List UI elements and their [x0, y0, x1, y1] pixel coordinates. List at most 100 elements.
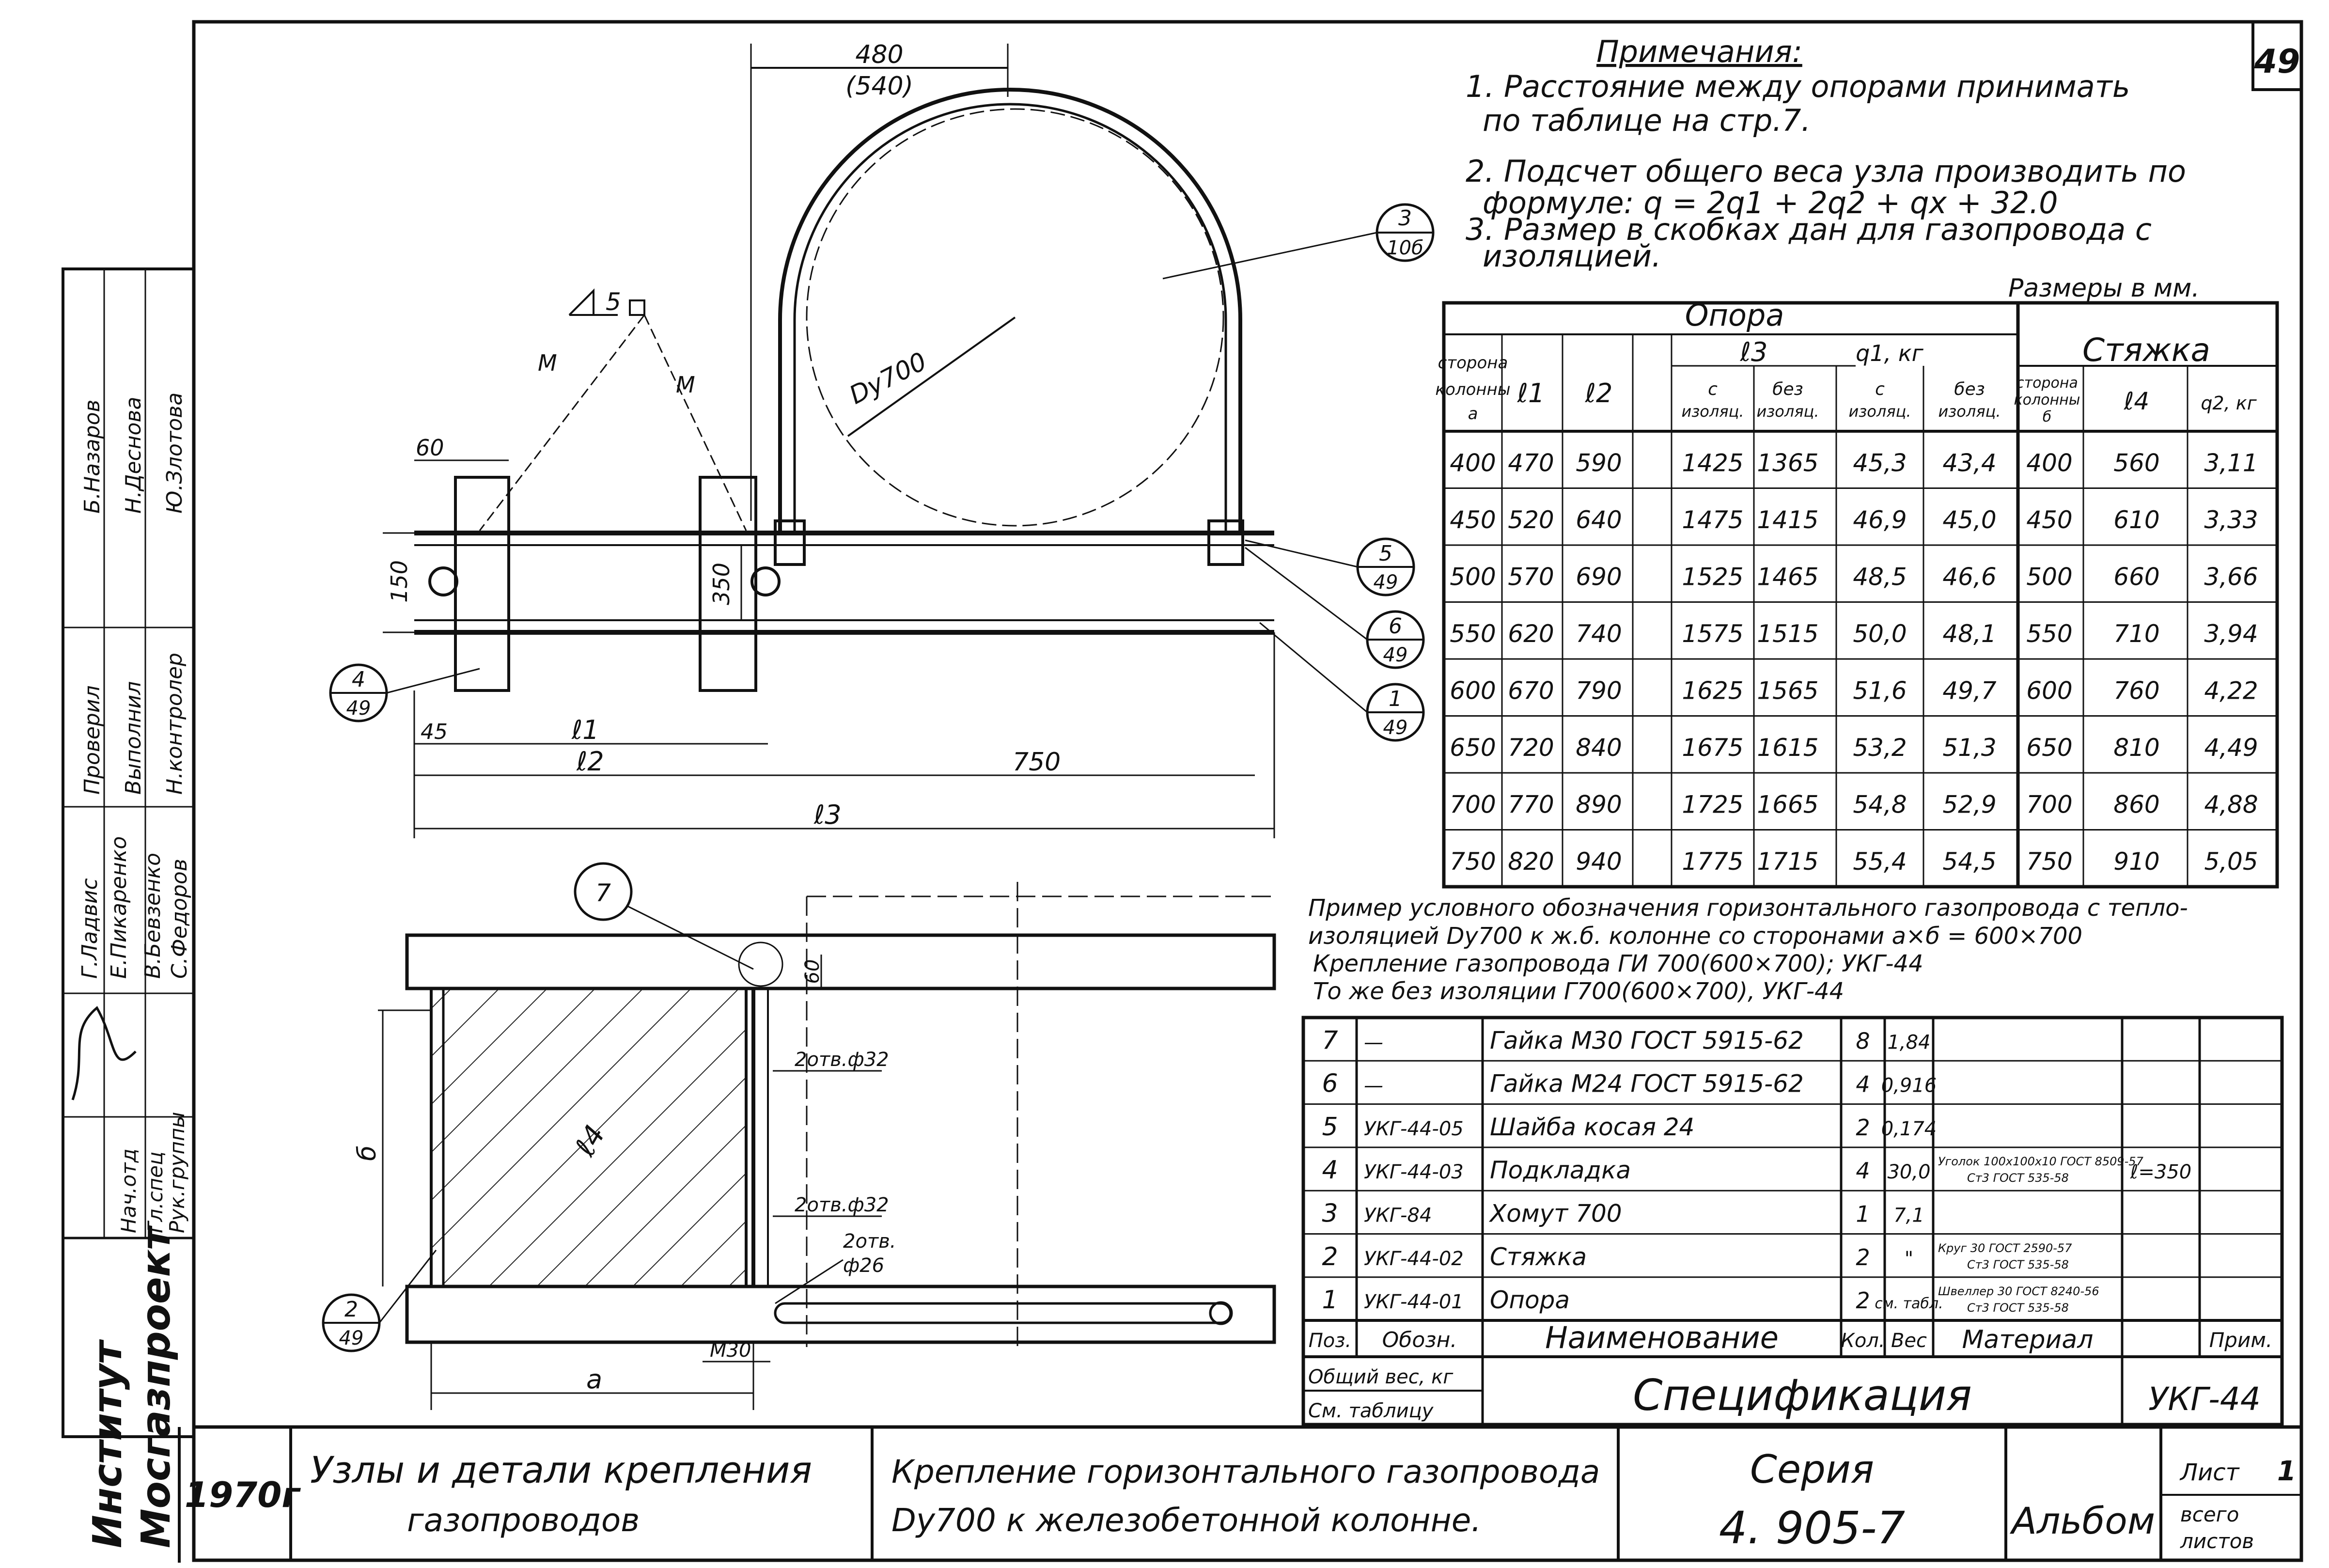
stamp-name: В.Бевзенко	[141, 853, 165, 979]
spec-material: Швеллер 30 ГОСТ 8240-56	[1938, 1285, 2099, 1298]
spec-cell: 4	[1856, 1158, 1870, 1184]
stamp-name: Б.Назаров	[80, 400, 105, 514]
spec-cell: —	[1364, 1075, 1383, 1097]
lbl-l3: ℓ3	[813, 800, 842, 830]
table-cell: 54,8	[1853, 791, 1907, 819]
spec-cell: Гайка М24 ГОСТ 5915-62	[1490, 1070, 1804, 1098]
drawing-title-line-1: Крепление горизонтального газопровода	[891, 1453, 1600, 1490]
table-cell: 1365	[1757, 449, 1818, 477]
spec-cell: —	[1364, 1031, 1383, 1053]
spec-material: Уголок 100х100х10 ГОСТ 8509-57	[1938, 1155, 2144, 1168]
table-cell: 1475	[1682, 506, 1743, 534]
table-cell: 45,0	[1942, 506, 1996, 534]
stamp-role: Н.контролер	[162, 653, 187, 795]
spec-cell: 5	[1322, 1113, 1338, 1142]
svg-text:сторона: сторона	[2016, 375, 2078, 392]
svg-text:ℓ1: ℓ1	[1517, 378, 1545, 408]
table-cell: 45,3	[1853, 449, 1907, 477]
spec-code: УКГ-44	[2148, 1380, 2261, 1418]
dim-dy700: Dу700	[845, 347, 932, 410]
table-cell: 750	[1450, 847, 1496, 876]
table-cell: 650	[1450, 734, 1496, 762]
spec-cell: УКГ-44-03	[1364, 1161, 1464, 1183]
table-cell: 820	[1508, 847, 1554, 876]
album-title-line-1: Узлы и детали крепления	[310, 1448, 812, 1491]
table-cell: 810	[2113, 734, 2159, 762]
table-cell: 1625	[1682, 677, 1743, 705]
sheets-total-1: всего	[2180, 1503, 2239, 1526]
svg-text:3: 3	[1398, 206, 1412, 231]
table-cell: 700	[1450, 791, 1496, 819]
table-cell: 1525	[1682, 563, 1743, 591]
svg-text:4: 4	[352, 667, 365, 692]
svg-text:q2, кг: q2, кг	[2201, 392, 2257, 414]
table-cell: 1675	[1682, 734, 1743, 762]
spec-cell: 2	[1856, 1244, 1870, 1270]
table-cell: 710	[2113, 620, 2159, 648]
hole-note-3b: ф26	[843, 1254, 884, 1277]
table-cell: 450	[1450, 506, 1496, 534]
plan-view: 5 М М 480 (540) Dу700 60 150 350 45 ℓ1 ℓ…	[329, 40, 1435, 838]
stamp-role: Рук.группы	[165, 1112, 189, 1233]
spec-cell: Хомут 700	[1488, 1200, 1622, 1228]
table-cell: 49,7	[1942, 677, 1997, 705]
album-label: Альбом	[2009, 1499, 2155, 1542]
table-cell: 500	[1450, 563, 1496, 591]
table-cell: 3,66	[2204, 563, 2258, 591]
table-cell: 3,11	[2204, 449, 2258, 477]
spec-cell: 1	[1856, 1201, 1870, 1227]
table-cell: 700	[2026, 791, 2072, 819]
stamp-name: Н.Деснова	[121, 397, 146, 514]
dim-540: (540)	[845, 72, 913, 101]
table-cell: 740	[1576, 620, 1622, 648]
spec-material: Круг 30 ГОСТ 2590-57	[1938, 1241, 2072, 1255]
example-line: Крепление газопровода ГИ 700(600×700); У…	[1313, 950, 1923, 977]
table-cell: 55,4	[1853, 847, 1907, 876]
weld-leg-1: М	[538, 350, 557, 376]
stamp-name: Ю.Злотова	[162, 392, 187, 514]
dim-480: 480	[855, 40, 903, 69]
table-cell: 1715	[1757, 847, 1818, 876]
hole-note-3a: 2отв.	[843, 1230, 896, 1253]
series-number: 4. 905-7	[1719, 1502, 1905, 1554]
callout-3: 3 10б	[1162, 203, 1435, 280]
svg-text:колонны: колонны	[2014, 392, 2080, 408]
svg-text:изоляц.: изоляц.	[1938, 402, 2001, 421]
table-cell: 51,6	[1853, 677, 1907, 705]
spec-cell: Гайка М30 ГОСТ 5915-62	[1490, 1026, 1804, 1054]
table-cell: 4,22	[2204, 677, 2258, 705]
callout-7: 7	[574, 862, 754, 970]
table-cell: 760	[2113, 677, 2159, 705]
dim-150: 150	[386, 560, 412, 603]
svg-text:1: 1	[1389, 687, 1402, 711]
spec-cell: 4	[1856, 1071, 1870, 1098]
notes-title: Примечания:	[1596, 34, 1802, 69]
table-cell: 670	[1508, 677, 1554, 705]
spec-cell: 2	[1322, 1242, 1338, 1271]
dim-750: 750	[1013, 748, 1061, 777]
sheet-label: Лист	[2179, 1459, 2240, 1486]
hole-note-2: 2отв.ф32	[795, 1194, 889, 1216]
spec-cell: 7	[1322, 1026, 1338, 1055]
table-cell: 43,4	[1942, 449, 1996, 477]
table-cell: 46,6	[1942, 563, 1996, 591]
see-table-label: См. таблицу	[1308, 1400, 1434, 1422]
note-line: 3. Размер в скобках дан для газопровода …	[1466, 212, 2152, 247]
album-title-line-2: газопроводов	[407, 1502, 640, 1539]
table-cell: 690	[1576, 563, 1622, 591]
spec-cell: см. табл.	[1875, 1295, 1943, 1312]
svg-text:5: 5	[1379, 541, 1392, 566]
lbl-a: а	[586, 1364, 602, 1395]
stamp-role: Гл.спец	[143, 1151, 167, 1233]
example-line: Пример условного обозначения горизонталь…	[1308, 894, 2188, 922]
spec-cell: УКГ-44-02	[1364, 1248, 1464, 1270]
svg-text:без: без	[1772, 379, 1803, 399]
note-line: изоляцией.	[1483, 238, 1661, 274]
spec-cell: 7,1	[1893, 1205, 1924, 1227]
table-cell: 650	[2026, 734, 2072, 762]
lbl-b: б	[353, 1145, 382, 1161]
spec-material: Ст3 ГОСТ 535-58	[1967, 1171, 2069, 1185]
svg-text:Наименование: Наименование	[1545, 1320, 1779, 1355]
